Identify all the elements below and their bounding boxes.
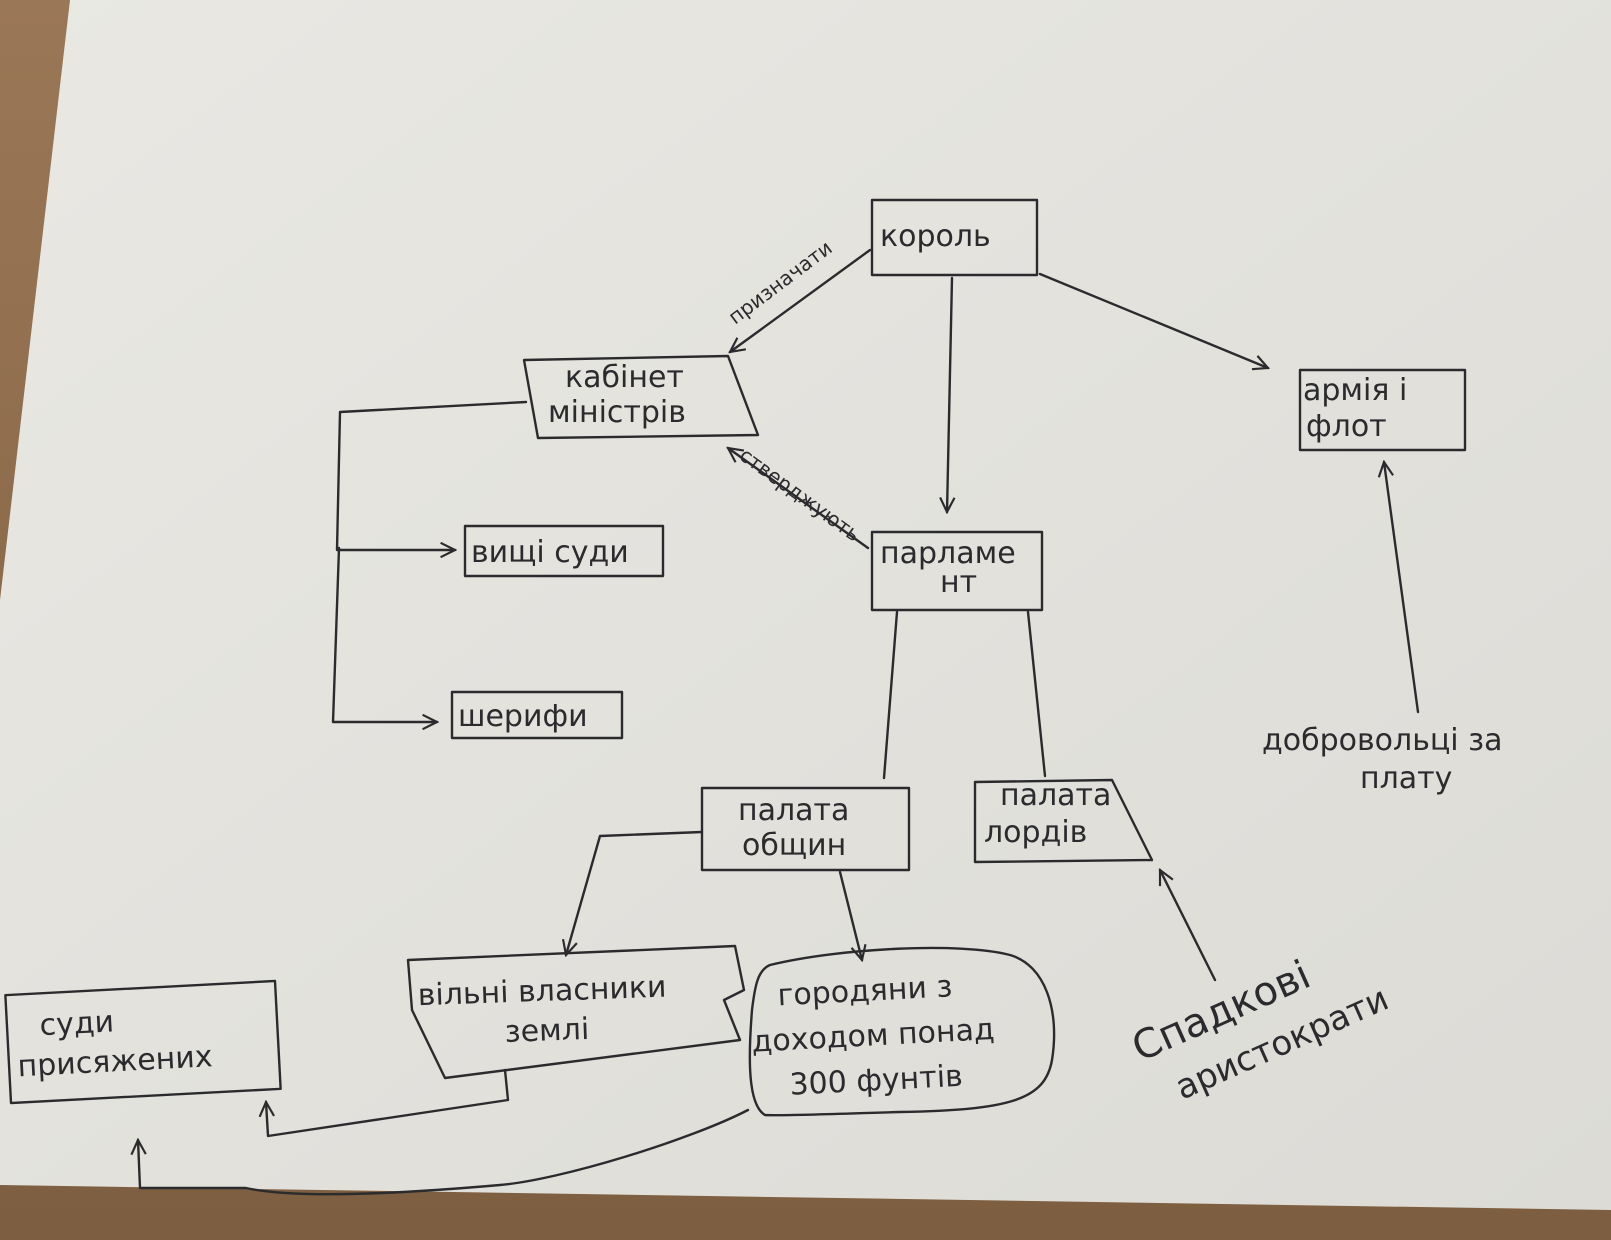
commons-label-line1: палата — [738, 793, 849, 828]
edge-cabinet-sheriffs — [331, 546, 437, 722]
king-box — [870, 198, 1039, 277]
edge-hereditary-lords — [1158, 870, 1217, 982]
edge-townsmen-jury — [138, 1108, 750, 1196]
parliament-box — [870, 530, 1044, 612]
jury-label-line1: суди — [39, 1004, 115, 1043]
cabinet-box — [522, 354, 760, 440]
high-courts-label: вищі суди — [471, 535, 629, 570]
edge-parliament-lords — [1026, 610, 1047, 778]
paper-sheet — [0, 0, 1611, 1210]
edge-commons-townsmen — [838, 870, 862, 960]
king-label: король — [880, 219, 991, 254]
edge-landowners-jury — [266, 1068, 510, 1138]
cabinet-label-line1: кабінет — [565, 360, 684, 395]
high-courts-box — [463, 524, 665, 578]
edge-king-cabinet — [730, 248, 872, 352]
jury-box — [4, 979, 282, 1105]
commons-box — [700, 786, 911, 872]
edge-cabinet-courts — [335, 400, 528, 550]
landowners-box — [406, 944, 746, 1080]
cabinet-label-line2: міністрів — [548, 395, 686, 430]
edge-commons-landowners — [566, 830, 704, 955]
commons-label-line2: общин — [742, 828, 846, 863]
army-label-line1: армія і — [1303, 373, 1407, 408]
townsmen-box — [748, 946, 1056, 1117]
edge-parliament-commons — [882, 610, 899, 780]
landowners-label-line2: землі — [504, 1012, 590, 1050]
edge-king-army — [1038, 272, 1268, 368]
edge-king-parliament — [947, 276, 952, 512]
sheriffs-label: шерифи — [458, 699, 588, 734]
lords-label-line2: лордів — [984, 815, 1087, 850]
parliament-label-line2: нт — [940, 565, 977, 600]
edge-volunteers-army — [1384, 462, 1420, 714]
landowners-label-line1: вільні власники — [417, 970, 667, 1014]
volunteers-label-line1: добровольці за — [1262, 723, 1503, 758]
volunteers-label-line2: плату — [1360, 761, 1452, 796]
parliament-label-line1: парламе — [880, 536, 1016, 571]
army-box — [1298, 368, 1467, 452]
sheriffs-box — [450, 690, 624, 740]
lords-label-line1: палата — [1000, 778, 1111, 813]
lords-box — [973, 778, 1154, 864]
edge-parliament-cabinet — [728, 448, 870, 550]
army-label-line2: флот — [1306, 409, 1387, 444]
